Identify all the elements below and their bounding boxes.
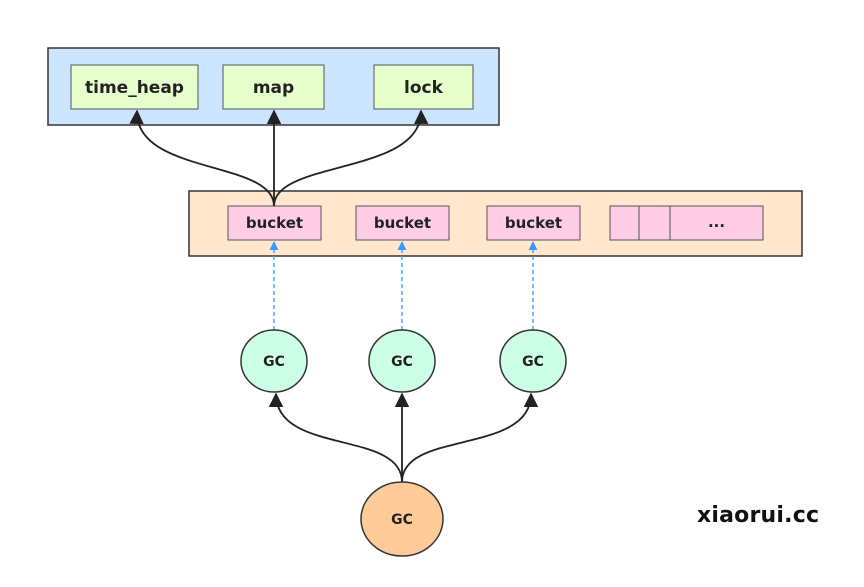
more-slot-2: [638, 205, 671, 241]
time-heap-box: [70, 64, 199, 110]
bucket-box-1: [227, 205, 322, 241]
bucket-label-1: bucket: [246, 214, 303, 232]
more-slot-3: [669, 205, 764, 241]
arrow-bucket-to-time-heap: [129, 109, 275, 207]
watermark-text: xiaorui.cc: [697, 503, 820, 528]
arrow-root-to-gc1: [268, 392, 403, 483]
arrow-root-to-gc3: [401, 392, 539, 483]
time-heap-label: time_heap: [85, 78, 184, 98]
bucket-box-2: [355, 205, 450, 241]
gc-node-2: [368, 329, 436, 393]
gc-node-2-label: GC: [391, 354, 413, 370]
gc-node-3: [499, 329, 567, 393]
arrow-bucket-to-lock: [273, 109, 429, 207]
gc-root-label: GC: [391, 512, 413, 528]
bucket-box-3: [486, 205, 581, 241]
gc-node-3-label: GC: [522, 354, 544, 370]
gc-root-node: [360, 481, 444, 557]
bucket-label-3: bucket: [505, 214, 562, 232]
gc-node-1: [240, 329, 308, 393]
lock-label: lock: [404, 78, 444, 98]
bucket-label-2: bucket: [374, 214, 431, 232]
lock-box: [373, 64, 474, 110]
map-box: [222, 64, 325, 110]
map-label: map: [253, 78, 294, 98]
more-label: ...: [708, 213, 725, 231]
gc-node-1-label: GC: [263, 354, 285, 370]
more-slot-1: [609, 205, 640, 241]
